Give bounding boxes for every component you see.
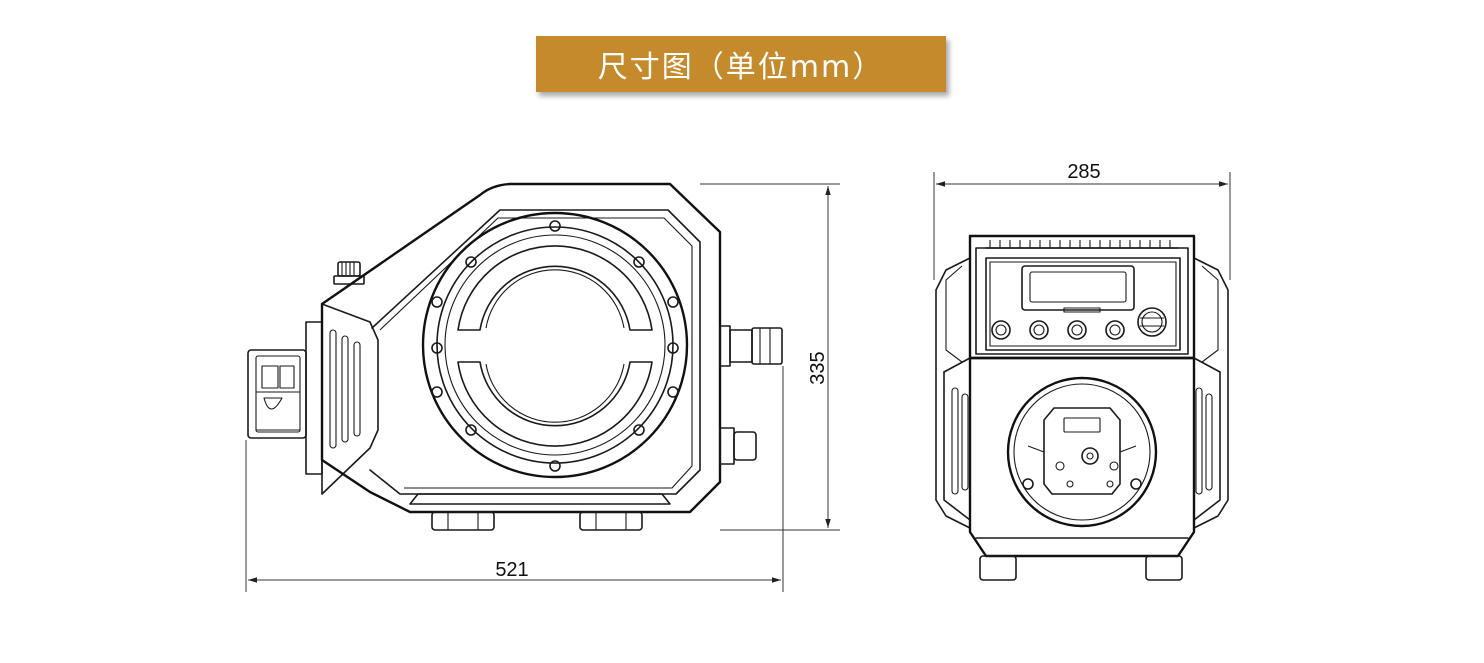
front-side-vents: [951, 387, 1213, 495]
front-feet: [979, 555, 1183, 581]
side-handle: [247, 349, 307, 439]
front-top-vents: [985, 240, 1179, 249]
front-control-knob: [1137, 307, 1167, 337]
side-view: 521 335: [245, 182, 840, 592]
title-banner: 尺寸图（单位mm）: [536, 36, 946, 92]
front-dimension-lines: [933, 172, 1231, 280]
side-top-knob: [333, 261, 365, 285]
side-height-label: 335: [807, 351, 829, 384]
front-control-panel: [985, 257, 1181, 351]
front-display: [1021, 265, 1135, 311]
side-vent-panel: [305, 303, 379, 495]
side-feet: [431, 511, 643, 531]
page-title: 尺寸图（单位mm）: [597, 50, 885, 85]
front-width-label: 285: [1067, 161, 1100, 183]
side-body-outline: [320, 182, 722, 514]
front-upper-housing: [968, 234, 1196, 360]
front-view: 285: [933, 161, 1231, 581]
side-right-connectors: [719, 325, 783, 465]
front-control-buttons: [991, 320, 1125, 340]
side-width-label: 521: [495, 559, 528, 581]
front-pump-head: [1006, 376, 1158, 528]
side-circular-window: [421, 211, 689, 479]
side-dimension-lines: [245, 183, 840, 592]
side-window-bolts: [431, 220, 679, 472]
